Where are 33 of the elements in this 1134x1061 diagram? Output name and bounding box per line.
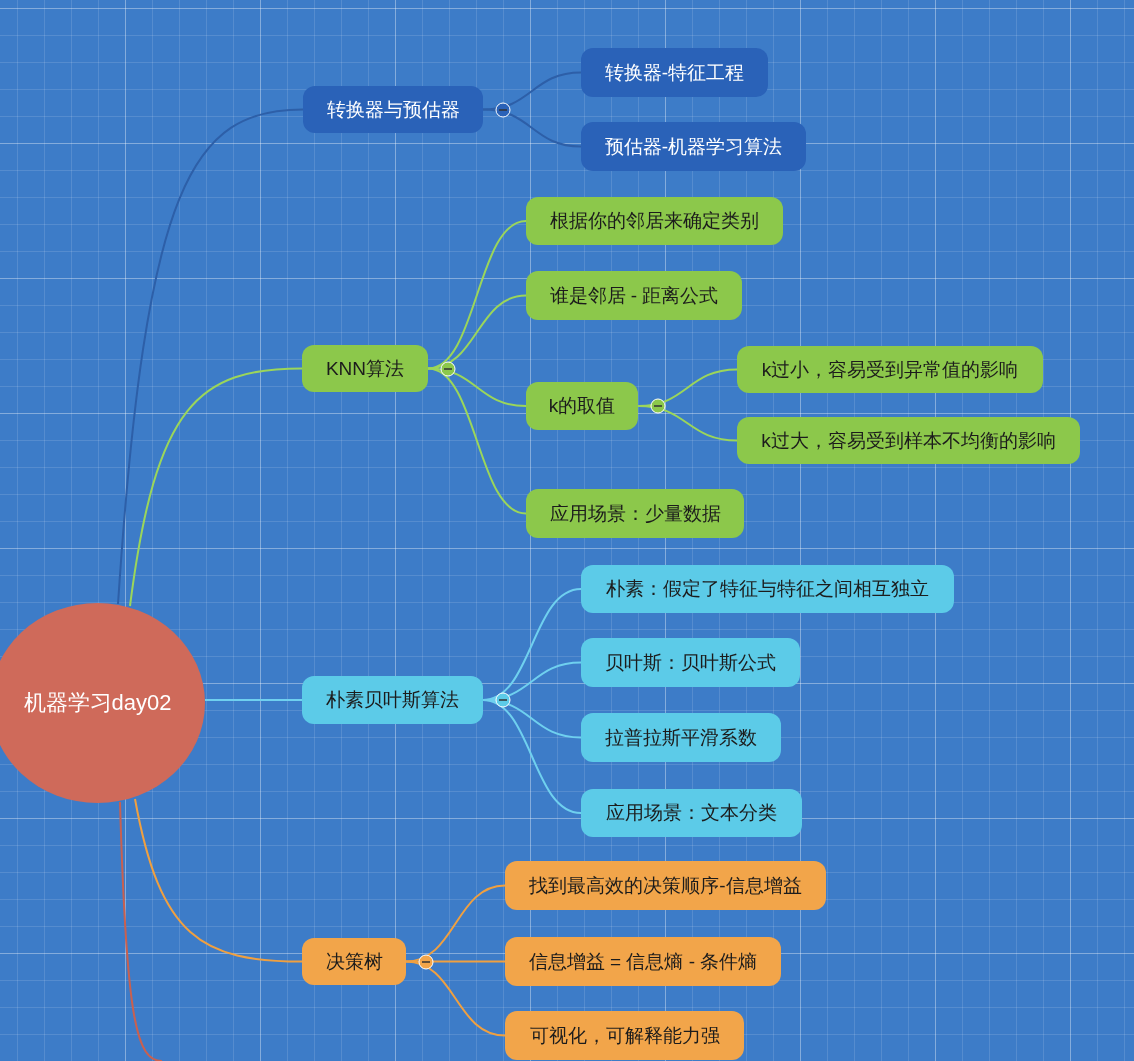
connector-line — [482, 108, 582, 148]
topic-box: 转换器-特征工程 — [581, 48, 768, 97]
connector-line — [119, 801, 163, 1061]
topic-box: 信息增益 = 信息熵 - 条件熵 — [505, 937, 781, 986]
topic-box: 决策树 — [302, 938, 406, 985]
topic-box: 拉普拉斯平滑系数 — [581, 713, 781, 762]
topic-box: 谁是邻居 - 距离公式 — [526, 271, 742, 320]
topic-box: KNN算法 — [302, 345, 428, 392]
topic-box: 朴素贝叶斯算法 — [302, 676, 483, 724]
connector-line — [405, 960, 506, 1037]
topic-box: 应用场景：少量数据 — [526, 489, 744, 538]
connector-line — [117, 108, 304, 605]
connector-line — [482, 71, 582, 111]
connector-line — [482, 699, 582, 814]
connector-line — [204, 699, 303, 701]
central-topic-ellipse: 机器学习day02 — [0, 603, 205, 803]
connector-line — [427, 294, 527, 370]
topic-box: k的取值 — [526, 382, 638, 430]
topic-box: 根据你的邻居来确定类别 — [526, 197, 783, 245]
connector-line — [129, 367, 303, 607]
topic-box: 可视化，可解释能力强 — [505, 1011, 744, 1060]
connector-line — [637, 405, 738, 442]
topic-box: 预估器-机器学习算法 — [581, 122, 806, 171]
topic-box: 贝叶斯：贝叶斯公式 — [581, 638, 800, 687]
connector-line — [134, 798, 303, 963]
topic-box: 找到最高效的决策顺序-信息增益 — [505, 861, 826, 910]
connector-line — [427, 367, 527, 515]
topic-box: 转换器与预估器 — [303, 86, 483, 133]
topic-box: k过大，容易受到样本不均衡的影响 — [737, 417, 1080, 464]
topic-box: 应用场景：文本分类 — [581, 789, 802, 837]
topic-box: k过小，容易受到异常值的影响 — [737, 346, 1043, 393]
connector-line — [405, 884, 506, 963]
topic-box: 朴素：假定了特征与特征之间相互独立 — [581, 565, 954, 613]
